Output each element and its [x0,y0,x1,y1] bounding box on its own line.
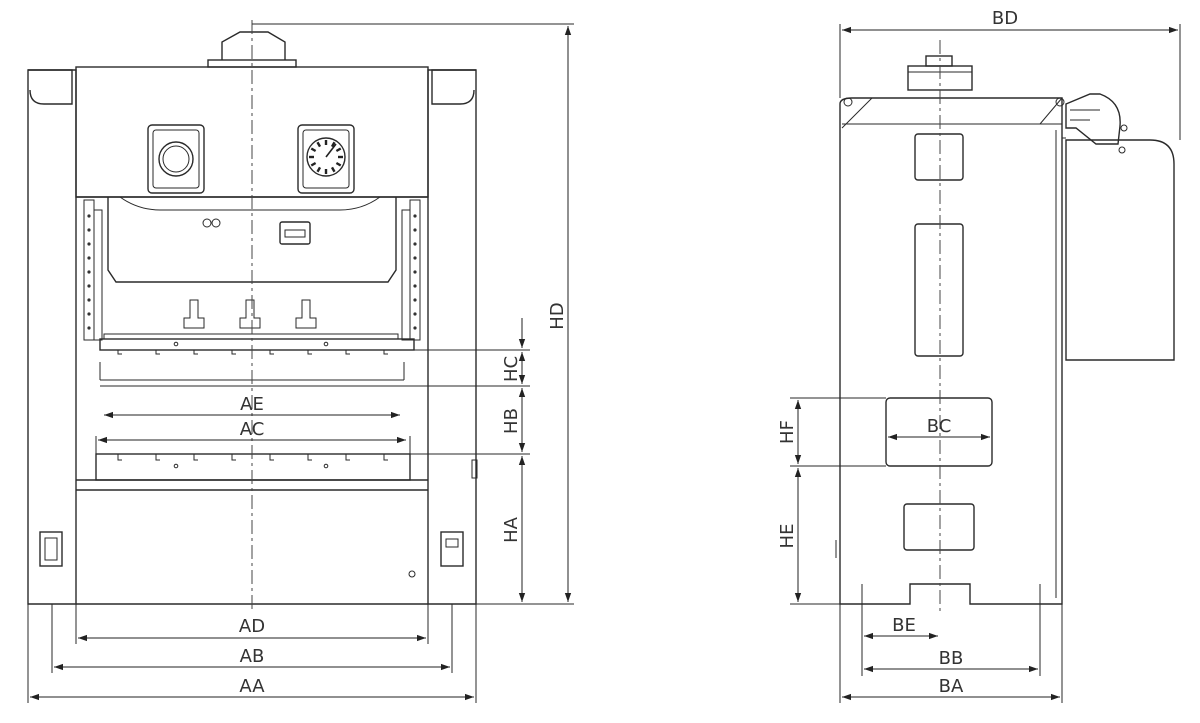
dimension-bd [839,24,1181,140]
label-ha: HA [501,516,522,543]
dimension-be [861,584,938,676]
right-column [427,69,478,612]
upper-plate [99,333,415,387]
label-he: HE [777,524,798,549]
front-view: AE AC AD AB AA HC HB HA HD [27,20,574,703]
label-hc: HC [501,356,522,382]
right-control-box [440,531,464,567]
right-gauge [297,124,355,194]
side-motor [1062,93,1175,361]
label-bd: BD [992,8,1018,29]
label-ab: AB [240,646,265,667]
left-gauge [147,124,205,194]
label-hb: HB [501,408,522,434]
label-ac: AC [240,419,265,440]
top-cap [221,31,286,60]
dimension-ba [839,604,1063,703]
slide-opening [76,196,428,341]
dimension-lines-vertical [252,23,574,605]
label-hd: HD [547,302,568,329]
lower-bolster [95,453,411,481]
side-bolster-opening [885,397,993,467]
side-view: BD BC HF HE BE BB BA [777,8,1181,703]
side-window-top [914,133,964,181]
side-body [835,97,1065,605]
label-ad: AD [239,616,265,637]
label-aa: AA [239,676,265,697]
dimension-ad [75,604,429,644]
counter-display [279,221,311,245]
dimension-aa [27,604,477,703]
left-column [27,69,77,612]
label-bc: BC [927,416,952,437]
left-control-box [39,531,63,567]
label-ba: BA [939,676,964,697]
side-window-bottom [903,503,975,551]
knockout-brackets [183,299,317,329]
side-window-middle [914,223,964,357]
dimension-ac [95,436,411,454]
label-ae: AE [240,394,264,415]
label-be: BE [892,615,916,636]
dimension-ab [51,612,453,673]
dimension-bb [864,584,1041,676]
dimension-hf-he [790,397,886,605]
label-bb: BB [939,648,964,669]
label-hf: HF [777,420,798,444]
